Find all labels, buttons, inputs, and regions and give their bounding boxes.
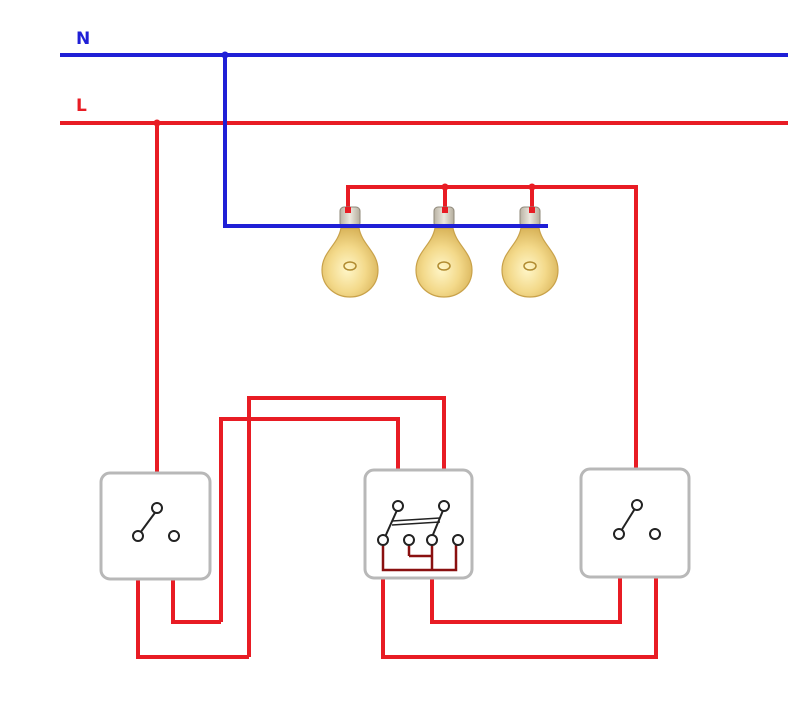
switch-terminal bbox=[403, 534, 415, 546]
cross-bridge bbox=[381, 540, 458, 572]
switch-terminal bbox=[151, 502, 163, 514]
switch-link bbox=[391, 517, 441, 522]
bulb bbox=[321, 206, 379, 298]
switch-terminal bbox=[613, 528, 625, 540]
switch-link bbox=[391, 521, 441, 526]
bulb bbox=[415, 206, 473, 298]
switch-terminal bbox=[426, 534, 438, 546]
bulb-contact bbox=[345, 207, 351, 213]
neutral-junction bbox=[221, 51, 229, 59]
bulb-filament bbox=[343, 261, 357, 271]
bulb-contact bbox=[529, 207, 535, 213]
cross-switch-middle bbox=[363, 468, 474, 580]
switch-terminal bbox=[392, 500, 404, 512]
switch-terminal bbox=[649, 528, 661, 540]
switch-terminal bbox=[452, 534, 464, 546]
bulb bbox=[501, 206, 559, 298]
switch-plate bbox=[579, 467, 691, 579]
bulb-filament bbox=[437, 261, 451, 271]
live-junction bbox=[153, 119, 161, 127]
bulb-contact bbox=[442, 207, 448, 213]
bulb-filament bbox=[523, 261, 537, 271]
neutral-feed-wire bbox=[223, 55, 532, 228]
switch-plate bbox=[99, 471, 212, 581]
traveller-wires-top bbox=[219, 396, 446, 657]
switch-terminal bbox=[377, 534, 389, 546]
switch-lever bbox=[620, 506, 637, 532]
switch-terminal bbox=[132, 530, 144, 542]
lamp-switched-wire bbox=[346, 185, 638, 505]
neutral-label: N bbox=[76, 29, 90, 49]
two-way-switch-right bbox=[579, 467, 691, 579]
switch-terminal bbox=[438, 500, 450, 512]
switch-terminal bbox=[168, 530, 180, 542]
switch-lever bbox=[384, 507, 399, 538]
lamp-junction-2 bbox=[441, 183, 449, 191]
lamp-junction-3 bbox=[528, 183, 536, 191]
switch-terminal bbox=[631, 499, 643, 511]
switch-lever bbox=[139, 509, 158, 534]
two-way-switch-left bbox=[99, 471, 212, 581]
live-label: L bbox=[76, 96, 87, 116]
